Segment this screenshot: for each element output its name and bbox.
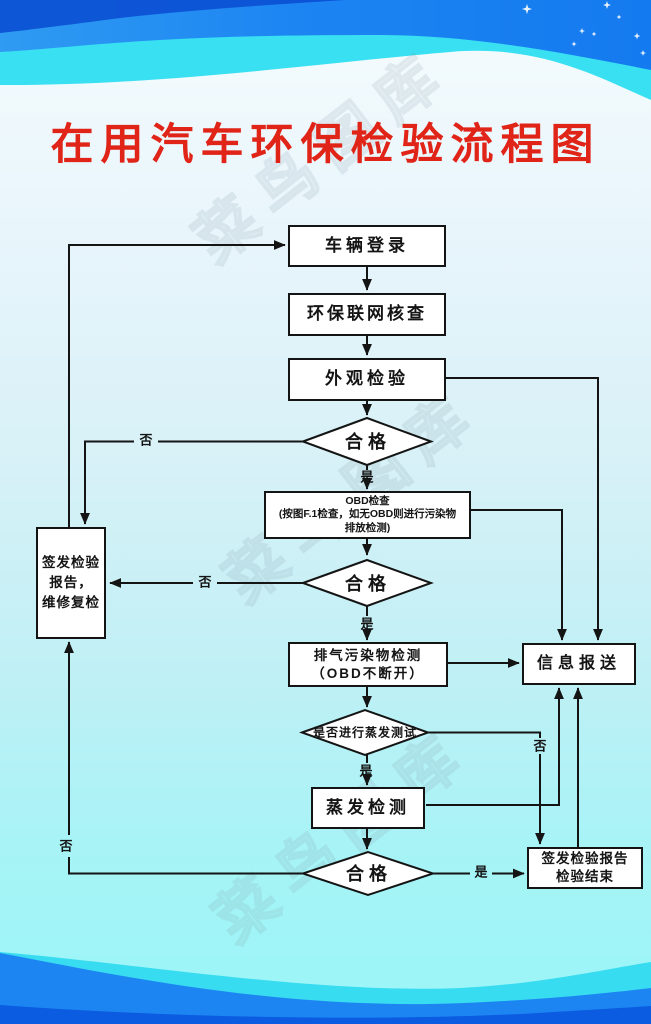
decision-qualified-1-shape	[300, 416, 434, 467]
node-label: 蒸发检测	[326, 797, 410, 817]
node-label: 车辆登录	[325, 235, 409, 255]
bottom-wave-decoration	[0, 952, 651, 1024]
edge-label-yes: 是	[360, 616, 374, 632]
node-issue-report-repair: 签发检验 报告， 维修复检	[36, 527, 106, 639]
node-label: 外观检验	[325, 369, 409, 389]
node-label: 报告，	[49, 574, 93, 590]
node-label: OBD检查	[345, 495, 390, 508]
edge-label-no: 否	[533, 738, 547, 754]
sparkle-icon	[571, 41, 577, 47]
node-evaporation-test: 蒸发检测	[311, 787, 425, 829]
top-wave-decoration	[0, 0, 651, 100]
decision-qualified-3-label: 合格	[346, 864, 392, 884]
decision-qualified-2-shape	[300, 558, 434, 608]
decision-qualified-3-shape	[299, 850, 437, 897]
node-label: 排气污染物检测	[313, 647, 423, 663]
node-obd-check: OBD检查 (按图F.1检查，如无OBD则进行污染物 排放检测)	[264, 491, 471, 539]
sparkle-icons	[522, 1, 646, 56]
node-label: 签发检验	[42, 554, 100, 570]
node-label: (按图F.1检查，如无OBD则进行污染物	[278, 508, 457, 521]
sparkle-icon	[633, 32, 641, 40]
node-vehicle-login: 车辆登录	[288, 225, 446, 267]
node-network-check: 环保联网核查	[288, 293, 446, 336]
node-label: （OBD不断开）	[311, 665, 425, 681]
node-appearance-check: 外观检验	[288, 358, 446, 401]
node-exhaust-test: 排气污染物检测 （OBD不断开）	[288, 642, 448, 687]
node-label: 维修复检	[42, 595, 100, 611]
decision-qualified-2-label: 合格	[345, 574, 391, 594]
edge-label-no: 否	[198, 574, 212, 590]
node-label: 检验结束	[556, 869, 614, 884]
sparkle-icon	[579, 28, 585, 34]
decision-evap-shape	[299, 708, 431, 757]
node-label: 信息报送	[536, 654, 621, 672]
flow-edges	[64, 240, 603, 879]
sparkle-icon	[591, 31, 597, 37]
top-wave-dark-blue	[0, 0, 345, 33]
sparkle-icon	[603, 1, 611, 9]
sparkle-icon	[522, 4, 532, 14]
edge-label-no: 否	[59, 838, 73, 854]
node-label: 排放检测)	[344, 521, 391, 534]
bottom-wave-blue	[0, 953, 651, 1024]
bottom-wave-dark-blue	[0, 1005, 651, 1024]
decision-diamonds	[299, 416, 437, 897]
decision-qualified-1-label: 合格	[345, 432, 391, 452]
top-wave-blue	[0, 0, 651, 70]
edge-label-no: 否	[139, 432, 153, 448]
edge-label-yes: 是	[359, 763, 373, 779]
node-info-report: 信息报送	[522, 643, 636, 685]
node-label: 环保联网核查	[307, 304, 427, 324]
page-title: 在用汽车环保检验流程图	[50, 121, 601, 169]
node-label: 签发检验报告	[541, 851, 629, 867]
edge-label-yes: 是	[360, 469, 374, 485]
sparkle-icon	[616, 14, 622, 20]
node-issue-report-end: 签发检验报告 检验结束	[527, 847, 643, 889]
edge-label-yes: 是	[474, 864, 488, 880]
decision-evap-label: 是否进行蒸发测试	[312, 725, 418, 740]
sparkle-icon	[640, 50, 646, 56]
